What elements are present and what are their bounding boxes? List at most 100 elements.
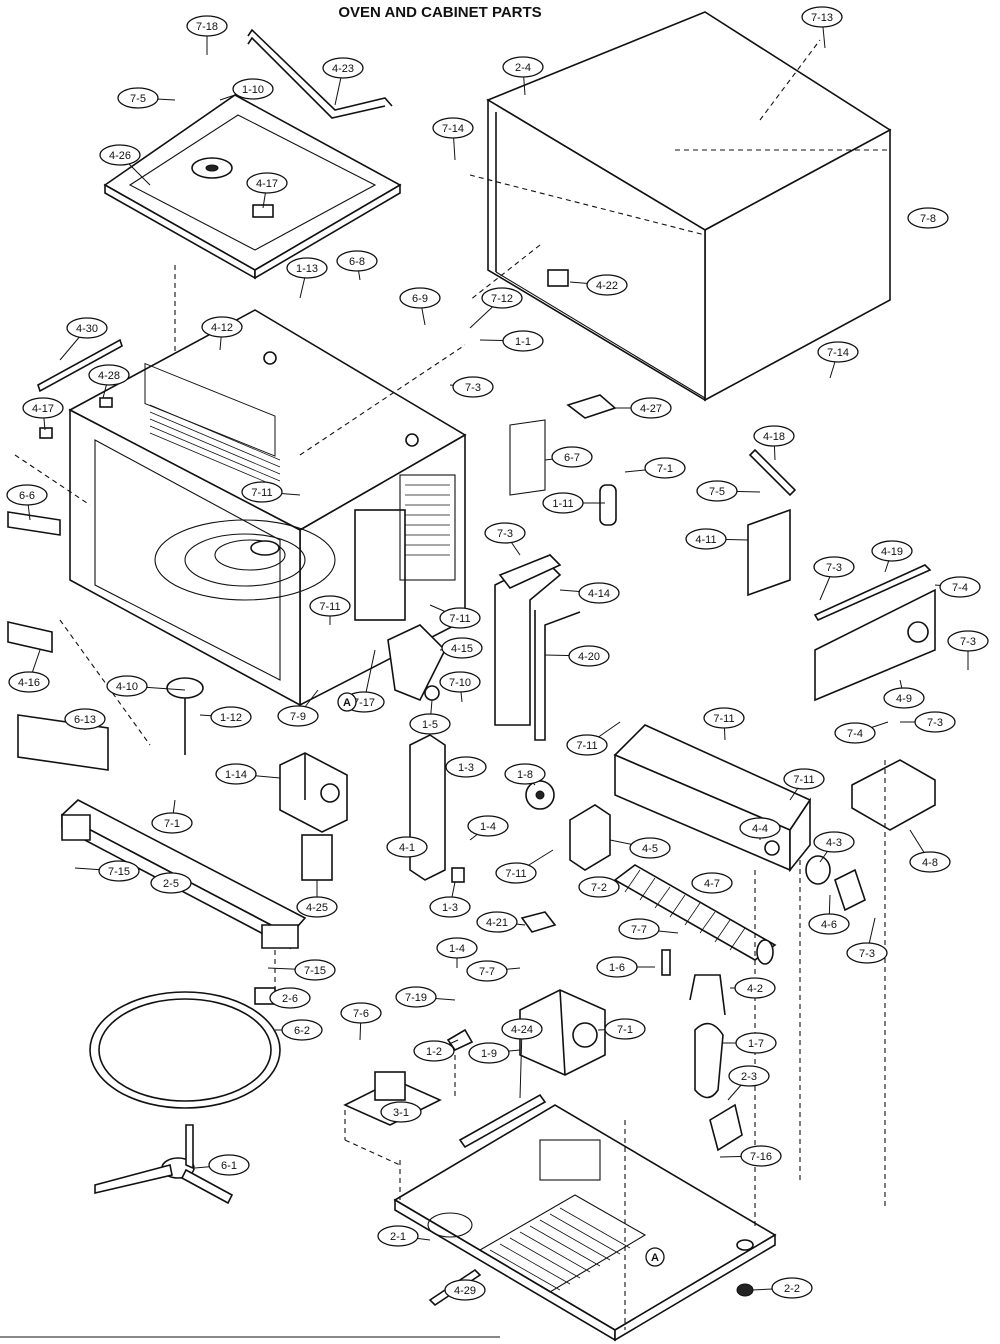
callout-label: 7-7: [479, 966, 495, 978]
callout-label: 7-5: [130, 93, 146, 105]
callout-label: 4-18: [763, 431, 785, 443]
turntable-coupler: [94, 1124, 234, 1205]
callout-label: 4-15: [451, 643, 473, 655]
callout-label: 2-6: [282, 993, 298, 1005]
callout-leader: [519, 1028, 523, 1099]
callout-label: 7-7: [631, 924, 647, 936]
reference-mark-label: A: [343, 697, 351, 709]
callout-7-11: 7-11: [703, 707, 745, 741]
fan-mount: [805, 759, 936, 912]
callout-label: 7-18: [196, 21, 218, 33]
callout-label: 4-26: [109, 150, 131, 162]
callout-1-3: 1-3: [445, 756, 487, 778]
callout-6-8: 6-8: [336, 250, 378, 281]
callout-4-3: 4-3: [813, 831, 855, 863]
callout-label: 4-4: [752, 823, 768, 835]
callout-4-4: 4-4: [739, 817, 781, 840]
callout-label: 7-3: [927, 717, 943, 729]
callout-2-3: 2-3: [727, 1065, 770, 1101]
base-plate: [393, 1093, 777, 1342]
callout-1-8: 1-8: [504, 763, 546, 786]
callout-label: 7-5: [709, 486, 725, 498]
magnetron: [519, 911, 726, 1099]
callout-7-4: 7-4: [934, 576, 981, 598]
callout-7-2: 7-2: [578, 876, 620, 898]
callout-label: 7-15: [304, 965, 326, 977]
callout-label: 7-11: [576, 740, 597, 752]
callout-label: 7-14: [827, 347, 849, 359]
bracket-and-rod: [494, 554, 581, 741]
callout-label: 4-11: [695, 534, 716, 546]
callout-label: 6-1: [221, 1160, 237, 1172]
callout-label: 1-11: [552, 498, 573, 510]
callout-4-28: 4-28: [88, 364, 130, 399]
callout-7-1: 7-1: [151, 799, 193, 834]
callout-6-1: 6-1: [194, 1154, 250, 1176]
callout-7-3: 7-3: [449, 376, 494, 398]
reference-marks: AA: [337, 692, 665, 1267]
callout-4-15: 4-15: [439, 637, 483, 659]
callout-label: 4-28: [98, 370, 120, 382]
callout-label: 7-11: [319, 601, 340, 613]
callout-label: 4-27: [640, 403, 662, 415]
callout-label: 7-12: [491, 293, 513, 305]
callout-4-25: 4-25: [296, 880, 338, 918]
callout-label: 6-13: [74, 714, 96, 726]
callout-label: 4-3: [826, 837, 842, 849]
callout-label: 7-11: [449, 613, 470, 625]
callout-7-14: 7-14: [432, 117, 474, 161]
callout-1-5: 1-5: [409, 699, 451, 735]
callout-3-1: 3-1: [380, 1101, 422, 1123]
callout-7-13: 7-13: [801, 6, 843, 49]
callout-label: 7-3: [859, 948, 875, 960]
callout-7-3: 7-3: [846, 917, 888, 964]
callout-7-18: 7-18: [186, 15, 228, 55]
callout-4-29: 4-29: [444, 1279, 486, 1301]
callout-label: 7-1: [164, 818, 180, 830]
callout-4-6: 4-6: [808, 894, 850, 935]
callout-7-3: 7-3: [813, 556, 855, 601]
callout-label: 7-3: [960, 636, 976, 648]
callout-label: 7-3: [497, 528, 513, 540]
callout-label: 7-11: [251, 487, 272, 499]
callout-label: 1-12: [220, 712, 242, 724]
callout-label: 4-7: [704, 878, 720, 890]
callout-label: 4-20: [578, 651, 600, 663]
callout-2-4: 2-4: [502, 56, 544, 96]
callout-label: 6-2: [294, 1025, 310, 1037]
callout-7-11: 7-11: [241, 481, 301, 503]
callout-7-11: 7-11: [783, 768, 825, 801]
callout-label: 1-4: [480, 821, 496, 833]
callout-4-17: 4-17: [246, 172, 288, 209]
callout-label: 4-8: [922, 857, 938, 869]
callout-label: 6-7: [564, 452, 580, 464]
callout-1-6: 1-6: [596, 956, 655, 978]
callout-label: 3-1: [393, 1107, 409, 1119]
callout-label: 1-4: [449, 943, 465, 955]
callout-label: 1-14: [225, 769, 247, 781]
callout-1-7: 1-7: [723, 1032, 777, 1054]
oven-cavity: [14, 309, 467, 707]
control-board: [343, 1028, 743, 1152]
callout-1-11: 1-11: [542, 492, 605, 514]
callout-4-17: 4-17: [22, 397, 64, 431]
callout-4-23: 4-23: [322, 57, 364, 106]
callout-4-8: 4-8: [909, 829, 951, 873]
callout-1-10: 1-10: [219, 78, 274, 101]
callout-7-5: 7-5: [696, 480, 761, 502]
callout-4-24: 4-24: [501, 1018, 543, 1099]
callout-1-12: 1-12: [199, 706, 252, 728]
callout-label: 4-17: [32, 403, 54, 415]
callout-7-11: 7-11: [429, 604, 481, 629]
callout-label: 2-3: [741, 1071, 757, 1083]
callout-label: 4-14: [588, 588, 610, 600]
callout-label: 1-3: [442, 902, 458, 914]
callout-1-14: 1-14: [215, 763, 281, 785]
callout-4-30: 4-30: [59, 317, 108, 361]
callout-label: 4-6: [821, 919, 837, 931]
part-callouts: 7-18 4-23 7-5 1-10 4-26 4-17 2-4 7-13 7-14 7-8 4-2…: [6, 6, 989, 1301]
callout-label: 7-8: [920, 213, 936, 225]
callout-label: 7-17: [353, 697, 375, 709]
